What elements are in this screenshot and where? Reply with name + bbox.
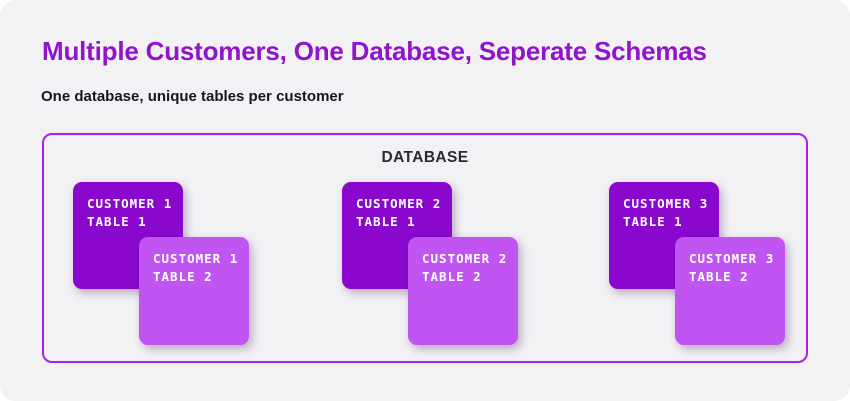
database-container: DATABASE CUSTOMER 1 TABLE 1 CUSTOMER 1 T…	[42, 133, 808, 363]
card-line-table: TABLE 2	[422, 268, 482, 284]
customer-1-group: CUSTOMER 1 TABLE 1 CUSTOMER 1 TABLE 2	[73, 182, 251, 348]
card-line-table: TABLE 1	[356, 213, 416, 229]
card-line-customer: CUSTOMER 3	[689, 251, 775, 266]
card-line-customer: CUSTOMER 1	[153, 251, 239, 266]
customer-2-group: CUSTOMER 2 TABLE 1 CUSTOMER 2 TABLE 2	[342, 182, 520, 348]
customer-2-table-2-card: CUSTOMER 2 TABLE 2	[408, 237, 518, 345]
customer-1-table-2-card: CUSTOMER 1 TABLE 2	[139, 237, 249, 345]
card-line-customer: CUSTOMER 2	[356, 196, 442, 211]
card-line-customer: CUSTOMER 3	[623, 196, 709, 211]
card-line-customer: CUSTOMER 2	[422, 251, 508, 266]
customer-3-table-2-card: CUSTOMER 3 TABLE 2	[675, 237, 785, 345]
page-subtitle: One database, unique tables per customer	[41, 88, 344, 105]
customer-1-table-1-card: CUSTOMER 1 TABLE 1	[73, 182, 183, 289]
card-line-table: TABLE 2	[689, 268, 749, 284]
page-title: Multiple Customers, One Database, Sepera…	[42, 36, 707, 66]
database-label: DATABASE	[381, 149, 469, 166]
card-line-table: TABLE 2	[153, 268, 213, 284]
card-line-table: TABLE 1	[623, 213, 683, 229]
card-line-customer: CUSTOMER 1	[87, 196, 173, 211]
card-line-table: TABLE 1	[87, 213, 147, 229]
customer-3-group: CUSTOMER 3 TABLE 1 CUSTOMER 3 TABLE 2	[609, 182, 787, 348]
